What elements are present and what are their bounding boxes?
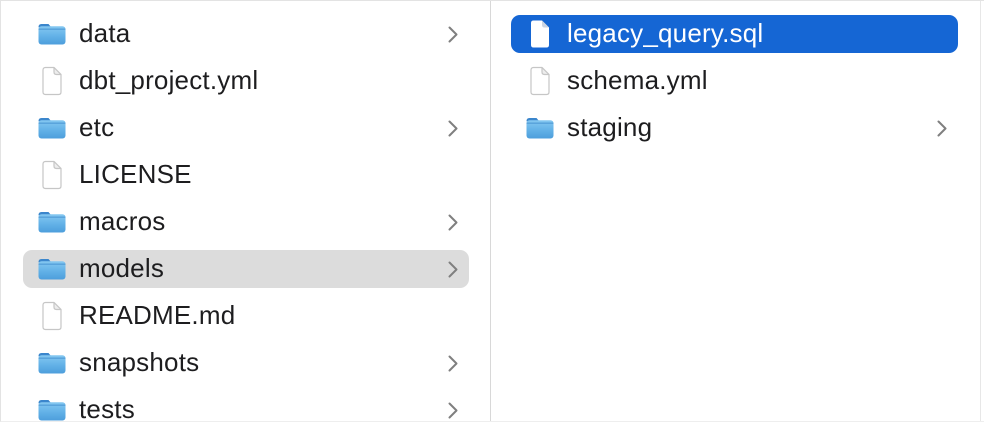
row-legacy-query-sql[interactable]: legacy_query.sql (491, 15, 980, 59)
folder-icon (37, 398, 67, 422)
folder-icon (525, 116, 555, 140)
row-snapshots[interactable]: snapshots (1, 344, 490, 388)
selected-row-highlight: legacy_query.sql (511, 15, 958, 53)
chevron-right-icon (447, 260, 459, 279)
file-icon (37, 160, 67, 190)
row-label: macros (79, 206, 166, 236)
folder-icon (37, 257, 67, 281)
file-icon (525, 19, 555, 49)
finder-column-left: data dbt_project.yml etc LICENSE (1, 1, 491, 422)
chevron-right-icon (936, 119, 948, 138)
row-label: models (79, 253, 165, 283)
row-label: etc (79, 112, 115, 142)
folder-icon (37, 351, 67, 375)
row-macros[interactable]: macros (1, 203, 490, 247)
chevron-right-icon (447, 213, 459, 232)
row-tests[interactable]: tests (1, 391, 490, 435)
file-icon (525, 66, 555, 96)
row-license[interactable]: LICENSE (1, 156, 490, 200)
row-etc[interactable]: etc (1, 109, 490, 153)
finder-column-view: data dbt_project.yml etc LICENSE (0, 0, 984, 422)
row-models[interactable]: models (1, 250, 490, 294)
row-schema-yml[interactable]: schema.yml (491, 62, 980, 106)
row-label: schema.yml (567, 65, 708, 95)
row-dbt-project-yml[interactable]: dbt_project.yml (1, 62, 490, 106)
row-label: data (79, 18, 131, 48)
file-icon (37, 66, 67, 96)
row-data[interactable]: data (1, 15, 490, 59)
row-staging[interactable]: staging (491, 109, 980, 153)
row-label: staging (567, 112, 653, 142)
folder-icon (37, 22, 67, 46)
finder-column-right: legacy_query.sql schema.yml staging (491, 1, 981, 421)
row-label: README.md (79, 300, 236, 330)
chevron-right-icon (447, 401, 459, 420)
selected-row-highlight: models (23, 250, 469, 288)
row-label: snapshots (79, 347, 200, 377)
row-readme-md[interactable]: README.md (1, 297, 490, 341)
folder-icon (37, 210, 67, 234)
chevron-right-icon (447, 354, 459, 373)
chevron-right-icon (447, 119, 459, 138)
file-icon (37, 301, 67, 331)
folder-icon (37, 116, 67, 140)
row-label: legacy_query.sql (567, 18, 764, 48)
row-label: dbt_project.yml (79, 65, 259, 95)
row-label: LICENSE (79, 159, 192, 189)
row-label: tests (79, 394, 135, 424)
chevron-right-icon (447, 25, 459, 44)
